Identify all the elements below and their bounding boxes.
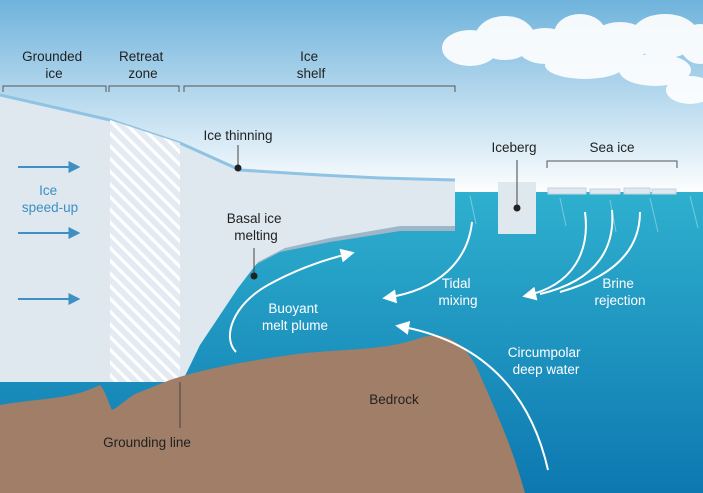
grounding-line-label: Grounding line: [103, 435, 191, 450]
basal-ice-melting-label-line: melting: [234, 228, 278, 243]
ice-shelf-label-line: shelf: [297, 66, 326, 81]
retreat-zone-label-line: Retreat: [119, 49, 164, 64]
clouds: [442, 14, 703, 104]
bedrock-label: Bedrock: [369, 392, 419, 407]
tidal-mixing-label: Tidal mixing: [438, 276, 477, 308]
buoyant-melt-plume-label-line: melt plume: [262, 318, 328, 333]
tidal-mixing-label-line: Tidal: [442, 276, 471, 291]
grounded-ice-label: Grounded ice: [22, 49, 86, 81]
iceberg-pointer-dot: [513, 204, 521, 212]
brine-arrow-2: [539, 209, 614, 295]
grounded-ice-label-line: Grounded: [22, 49, 82, 64]
brine-rejection-label: Brine rejection: [594, 276, 645, 308]
brine-rejection-label-line: Brine: [602, 276, 634, 291]
sea-ice-label: Sea ice: [589, 140, 634, 155]
ice-thinning-dot: [234, 164, 242, 172]
top-brackets: [2, 85, 678, 168]
circumpolar-arrow: [395, 320, 549, 471]
circulation-arrows: [228, 209, 641, 471]
basal-ice-melting-label: Basal ice melting: [227, 211, 286, 243]
grounded-ice-label-line: ice: [45, 66, 62, 81]
ice-speed-up-label-line: Ice: [39, 183, 57, 198]
tidal-mixing-arrow: [382, 221, 473, 304]
melt-plume-arrow: [228, 248, 355, 353]
sea-ice-pieces: [547, 187, 677, 195]
ice-shelf-label: Ice shelf: [297, 49, 326, 81]
ice-thinning-label: Ice thinning: [203, 128, 272, 143]
ice-speed-up-label-line: speed-up: [22, 200, 78, 215]
brine-arrow-1: [522, 211, 587, 301]
circumpolar-deep-water-label: Circumpolar deep water: [508, 345, 585, 377]
ice-speed-up-label: Ice speed-up: [22, 183, 78, 215]
circumpolar-deep-water-label-line: deep water: [513, 362, 580, 377]
tidal-mixing-label-line: mixing: [438, 293, 477, 308]
basal-melting-dot: [250, 272, 258, 280]
buoyant-melt-plume-label-line: Buoyant: [268, 301, 318, 316]
brine-rejection-label-line: rejection: [594, 293, 645, 308]
basal-ice-melting-label-line: Basal ice: [227, 211, 282, 226]
circumpolar-deep-water-label-line: Circumpolar: [508, 345, 581, 360]
retreat-zone-hatch: [110, 120, 180, 382]
retreat-zone-label-line: zone: [128, 66, 157, 81]
brine-arrow-3: [559, 211, 641, 293]
iceberg-label: Iceberg: [491, 140, 536, 155]
bedrock: [0, 335, 525, 493]
buoyant-melt-plume-label: Buoyant melt plume: [262, 301, 328, 333]
ocean-glints: [469, 195, 699, 233]
speed-up-arrows: [18, 161, 81, 305]
ice-shelf-label-line: Ice: [300, 49, 318, 64]
retreat-zone-label: Retreat zone: [119, 49, 167, 81]
